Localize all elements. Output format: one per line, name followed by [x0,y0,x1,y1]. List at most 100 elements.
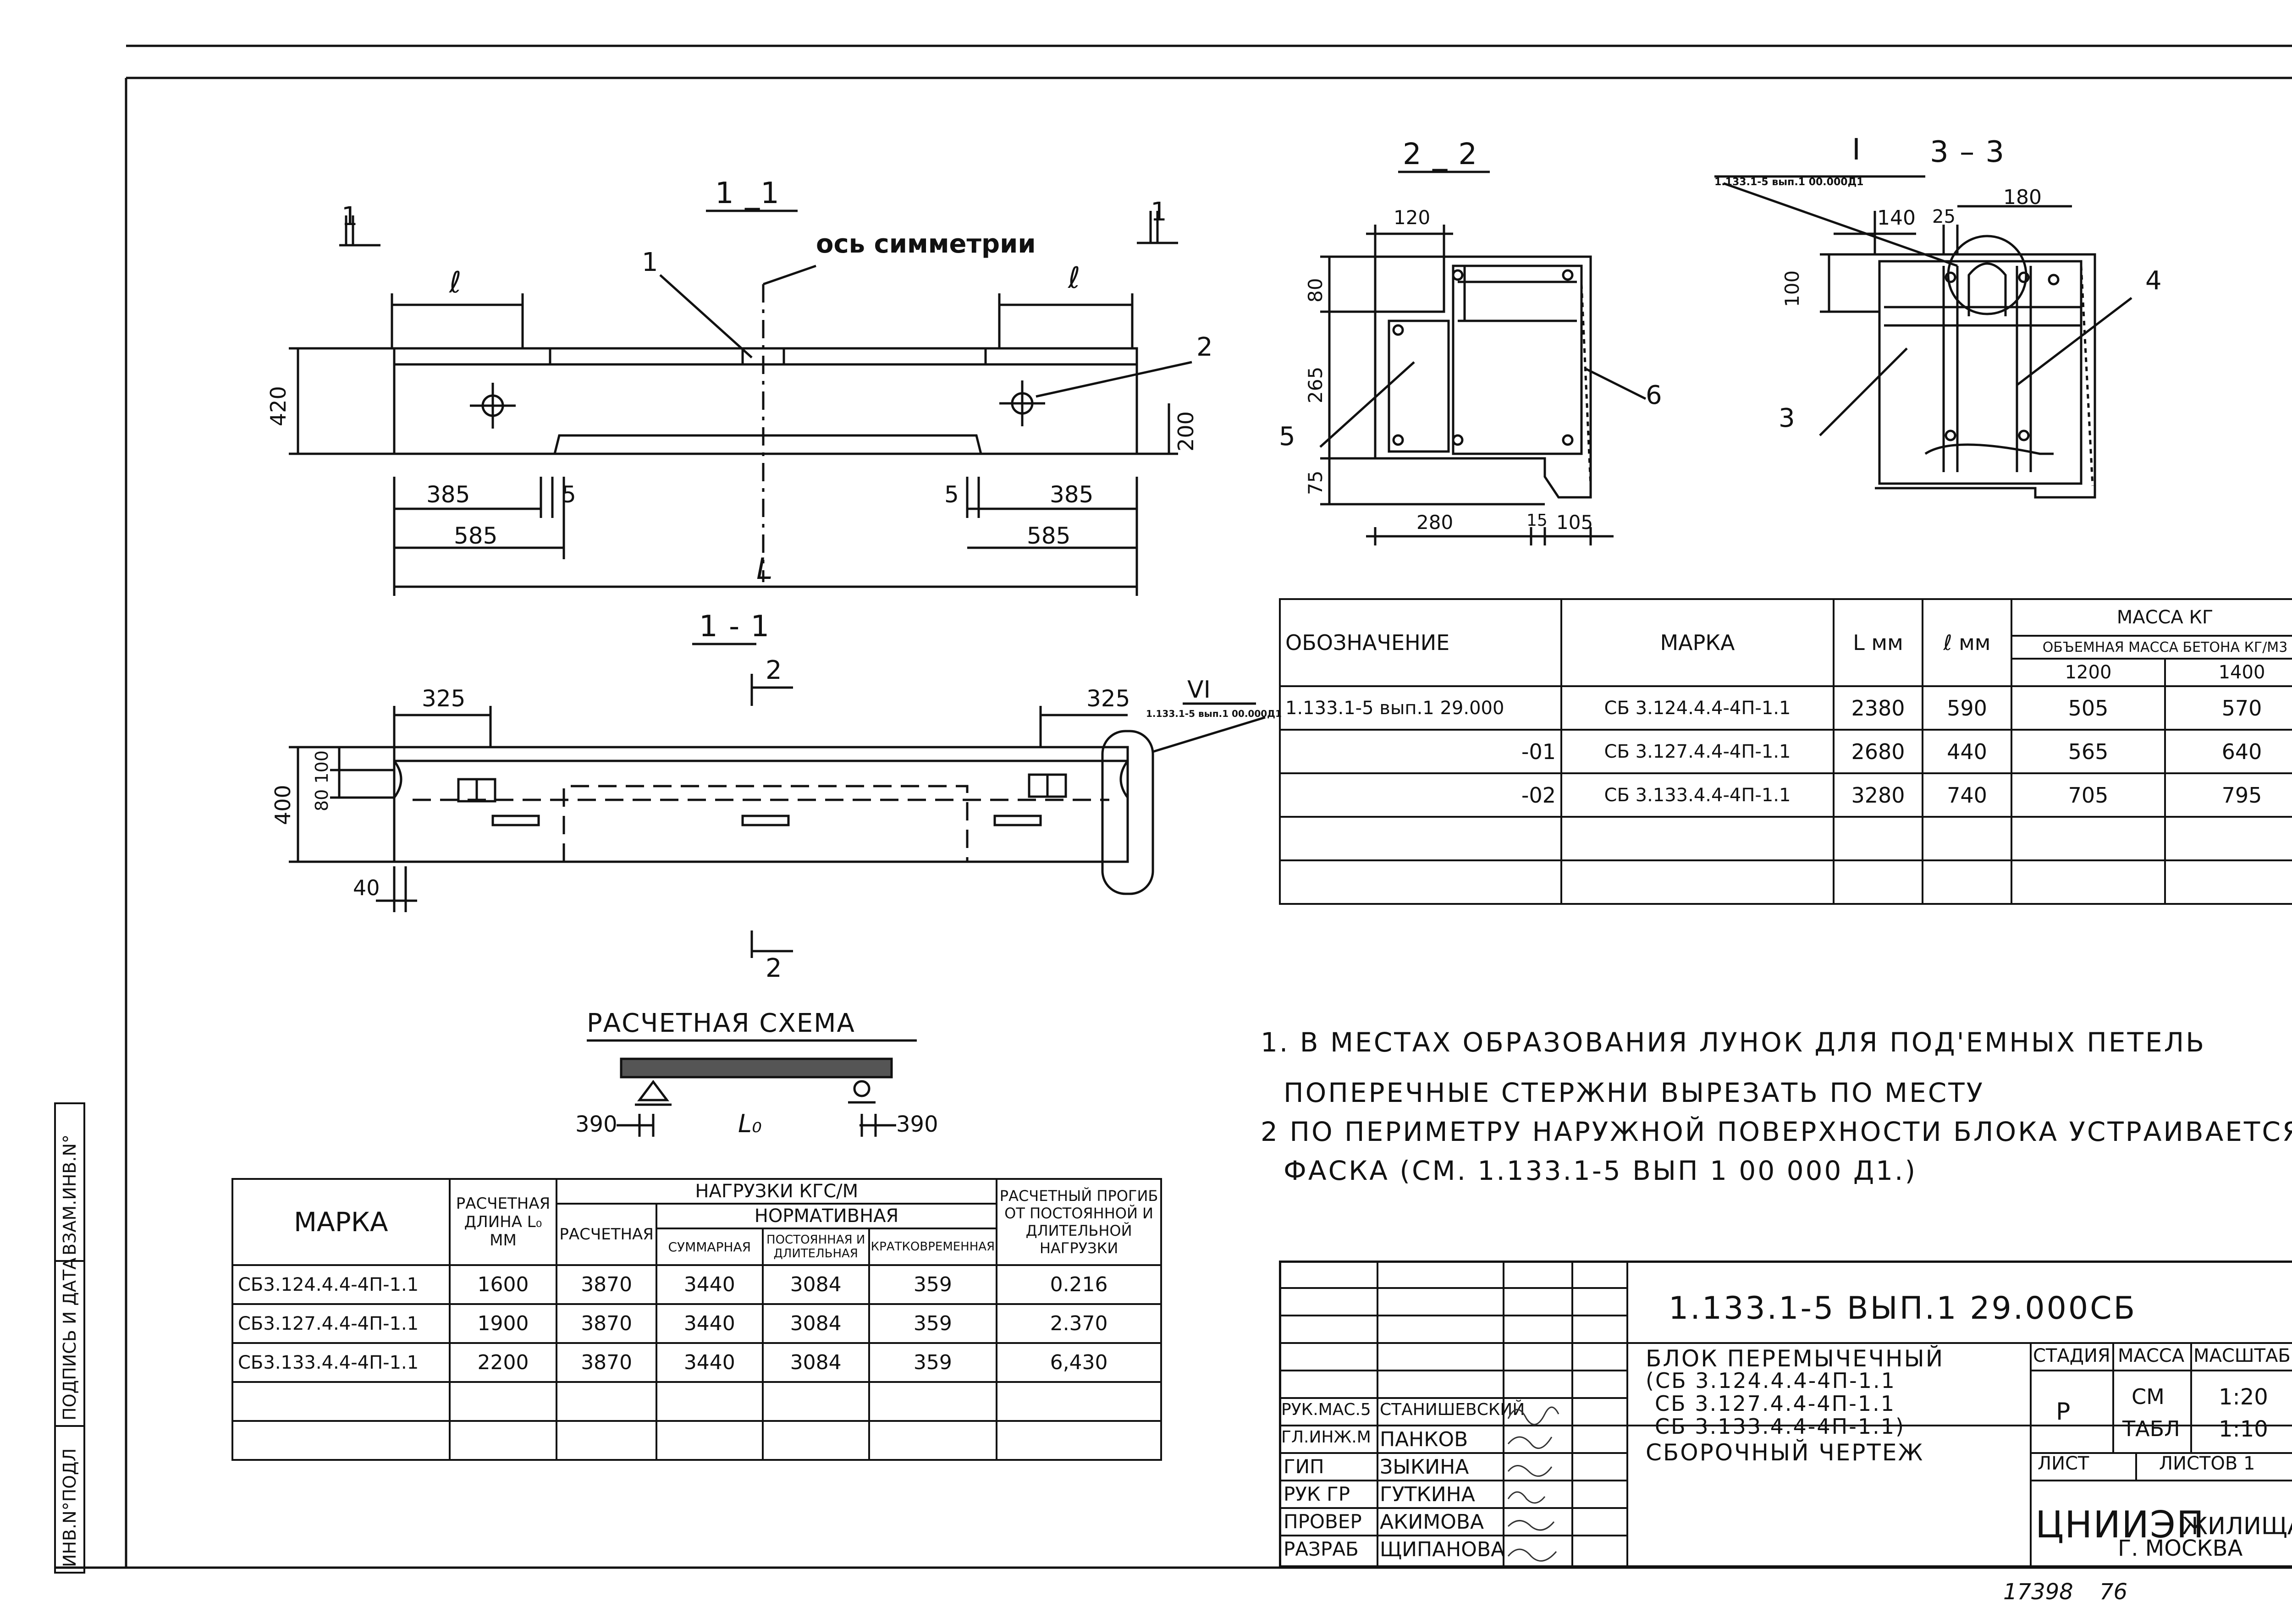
section-mark-2-bottom: 2 [766,953,782,983]
callout-3: 3 [1779,403,1795,433]
table-row-empty [231,1420,1162,1461]
signer-name: АКИМОВА [1380,1510,1484,1534]
footer-number: 17398 [2003,1579,2073,1605]
spec-header-l: ℓ мм [1922,598,2012,687]
load-defl: 6,430 [996,1342,1162,1383]
spec-header-mark: МАРКА [1560,598,1835,687]
table-row-empty [1279,859,2292,905]
spec-l: 740 [1922,772,2012,818]
load-calc: 3870 [556,1342,657,1383]
doc-name-line-3: СБ 3.127.4.4-4П-1.1 [1655,1391,1895,1416]
scheme-L0: L₀ [738,1109,762,1138]
spec-header-L: L мм [1833,598,1923,687]
dim-40: 40 [353,875,380,900]
dim-105: 105 [1556,511,1593,534]
dim-385-left: 385 [426,481,470,508]
spec-header-designation: ОБОЗНАЧЕНИЕ [1279,598,1562,687]
table-row: 1.133.1-5 вып.1 29.000 СБ 3.124.4.4-4П-1… [1279,685,2292,731]
mass-value-2: ТАБЛ [2122,1416,2180,1441]
dim-total-L: L [756,552,773,586]
signer-name: ГУТКИНА [1380,1483,1475,1506]
spec-designation: -02 [1279,772,1562,818]
section-3-3-doc-ref: 1.133.1-5 вып.1 00.000Д1 [1714,176,1864,188]
org-name-1: ЦНИИЭП [2035,1503,2205,1546]
note-2-line-2: ФАСКА (СМ. 1.133.1-5 ВЫП 1 00 000 Д1.) [1284,1155,1917,1186]
doc-name-line-2: (СБ 3.124.4.4-4П-1.1 [1646,1368,1896,1393]
spec-m1400: 570 [2164,685,2292,731]
dim-325-left: 325 [422,685,466,712]
signer-name: ЩИПАНОВА [1380,1538,1505,1561]
load-mark: СБ3.133.4.4-4П-1.1 [231,1342,451,1383]
spec-designation: -01 [1279,729,1562,774]
spec-l: 440 [1922,729,2012,774]
title-block [1279,1261,2292,1568]
load-short: 359 [868,1342,998,1383]
dim-15: 15 [1526,511,1548,530]
signer-name: ЗЫКИНА [1380,1455,1469,1479]
section-3-3-title: 3 – 3 [1930,135,2006,169]
title-block-grid [1279,1261,2292,1568]
spec-m1400: 795 [2164,772,2292,818]
load-table: МАРКА РАСЧЕТНАЯ ДЛИНА L₀ ММ НАГРУЗКИ КГС… [231,1178,1162,1461]
load-mark: СБ3.124.4.4-4П-1.1 [231,1264,451,1305]
doc-name-line-4: СБ 3.133.4.4-4П-1.1) [1655,1414,1905,1439]
callout-2: 2 [1196,332,1213,362]
signer-role: РУК.МАС.5 [1281,1400,1371,1419]
table-row-empty [231,1381,1162,1422]
load-perm: 3084 [761,1303,870,1344]
load-len: 1600 [448,1264,558,1305]
dim-25: 25 [1932,206,1956,227]
footer-page: 76 [2099,1579,2128,1605]
load-short: 359 [868,1264,998,1305]
dim-385-right: 385 [1050,481,1094,508]
scale-value-1: 1:20 [2219,1384,2268,1410]
table-row: -01 СБ 3.127.4.4-4П-1.1 2680 440 565 640 [1279,729,2292,774]
node-ref: VI [1187,676,1211,704]
scheme-390-left: 390 [575,1112,617,1137]
signer-role: РАЗРАБ [1284,1538,1359,1560]
doc-name-line-5: СБОРОЧНЫЙ ЧЕРТЕЖ [1646,1439,1924,1466]
note-2-line-1: 2 ПО ПЕРИМЕТРУ НАРУЖНОЙ ПОВЕРХНОСТИ БЛОК… [1261,1116,2292,1147]
spec-designation: 1.133.1-5 вып.1 29.000 [1279,685,1562,731]
table-row: -02 СБ 3.133.4.4-4П-1.1 3280 740 705 795 [1279,772,2292,818]
load-defl: 2.370 [996,1303,1162,1344]
scale-header: МАСШТАБ [2193,1345,2291,1366]
load-calc: 3870 [556,1303,657,1344]
spec-L: 2680 [1833,729,1923,774]
spec-m1200: 565 [2011,729,2166,774]
section-mark-right: 1 [1151,197,1167,227]
callout-1: 1 [642,248,658,277]
load-header-loads: НАГРУЗКИ КГС/М [556,1178,998,1205]
load-header-deflection: РАСЧЕТНЫЙ ПРОГИБ ОТ ПОСТОЯННОЙ И ДЛИТЕЛЬ… [996,1178,1162,1266]
load-total: 3440 [655,1342,764,1383]
load-total: 3440 [655,1264,764,1305]
signer-role: ПРОВЕР [1284,1510,1362,1533]
sheet-header: ЛИСТ [2038,1453,2089,1474]
doc-code: 1.133.1-5 ВЫП.1 29.000СБ [1669,1290,2137,1327]
view-1-1-title: 1 _1 [715,176,780,210]
spec-header-mass: МАССА КГ [2011,598,2292,637]
load-defl: 0.216 [996,1264,1162,1305]
stage-header: СТАДИЯ [2033,1345,2110,1366]
doc-name-line-1: БЛОК ПЕРЕМЫЧЕЧНЫЙ [1646,1345,1945,1372]
load-perm: 3084 [761,1264,870,1305]
note-1-line-2: ПОПЕРЕЧНЫЕ СТЕРЖНИ ВЫРЕЗАТЬ ПО МЕСТУ [1284,1077,1985,1108]
dim-180: 180 [2003,186,2042,209]
callout-6: 6 [1646,380,1662,410]
spec-L: 2380 [1833,685,1923,731]
table-row: СБ3.124.4.4-4П-1.1 1600 3870 3440 3084 3… [231,1264,1162,1305]
signer-name: СТАНИШЕВСКИЙ [1380,1400,1525,1419]
spec-table: ОБОЗНАЧЕНИЕ МАРКА L мм ℓ мм МАССА КГ ОБЪ… [1279,598,2292,905]
load-header-normative: НОРМАТИВНАЯ [655,1203,998,1229]
load-mark: СБ3.127.4.4-4П-1.1 [231,1303,451,1344]
stage-value: Р [2056,1398,2071,1426]
scale-value-2: 1:10 [2219,1416,2268,1442]
spec-header-1200: 1200 [2011,658,2166,687]
table-row: СБ3.127.4.4-4П-1.1 1900 3870 3440 3084 3… [231,1303,1162,1344]
spec-m1400: 640 [2164,729,2292,774]
mass-value-1: СМ [2132,1384,2165,1409]
